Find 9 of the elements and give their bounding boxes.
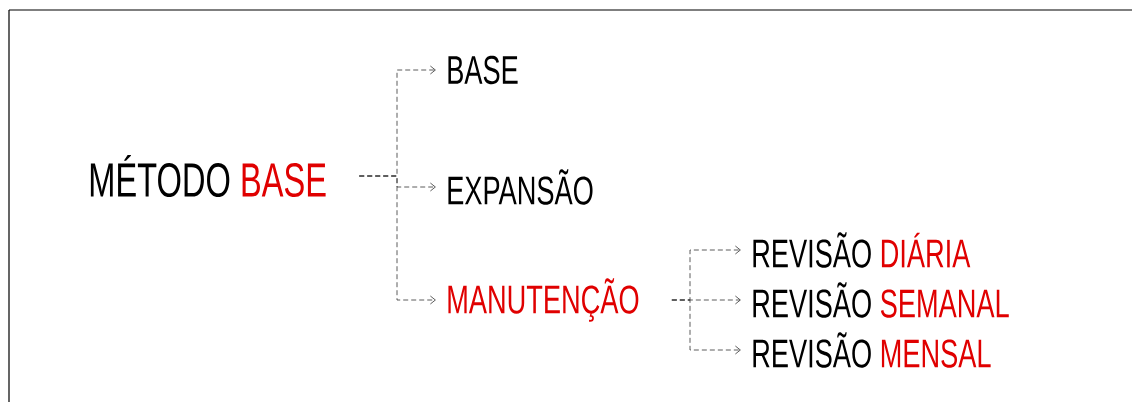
arrow [671, 299, 741, 355]
text-label: EXPANSÃO [448, 169, 593, 205]
text-label: REVISÃO SEMANAL [753, 282, 1009, 318]
arrow [358, 175, 436, 305]
text-label: REVISÃO MENSAL [753, 332, 991, 368]
text-label: MANUTENÇÃO [448, 278, 639, 322]
text-label: REVISÃO DIÁRIA [753, 232, 971, 268]
text-label: BASE [448, 55, 518, 85]
text-label: MÉTODO BASE [90, 154, 326, 198]
